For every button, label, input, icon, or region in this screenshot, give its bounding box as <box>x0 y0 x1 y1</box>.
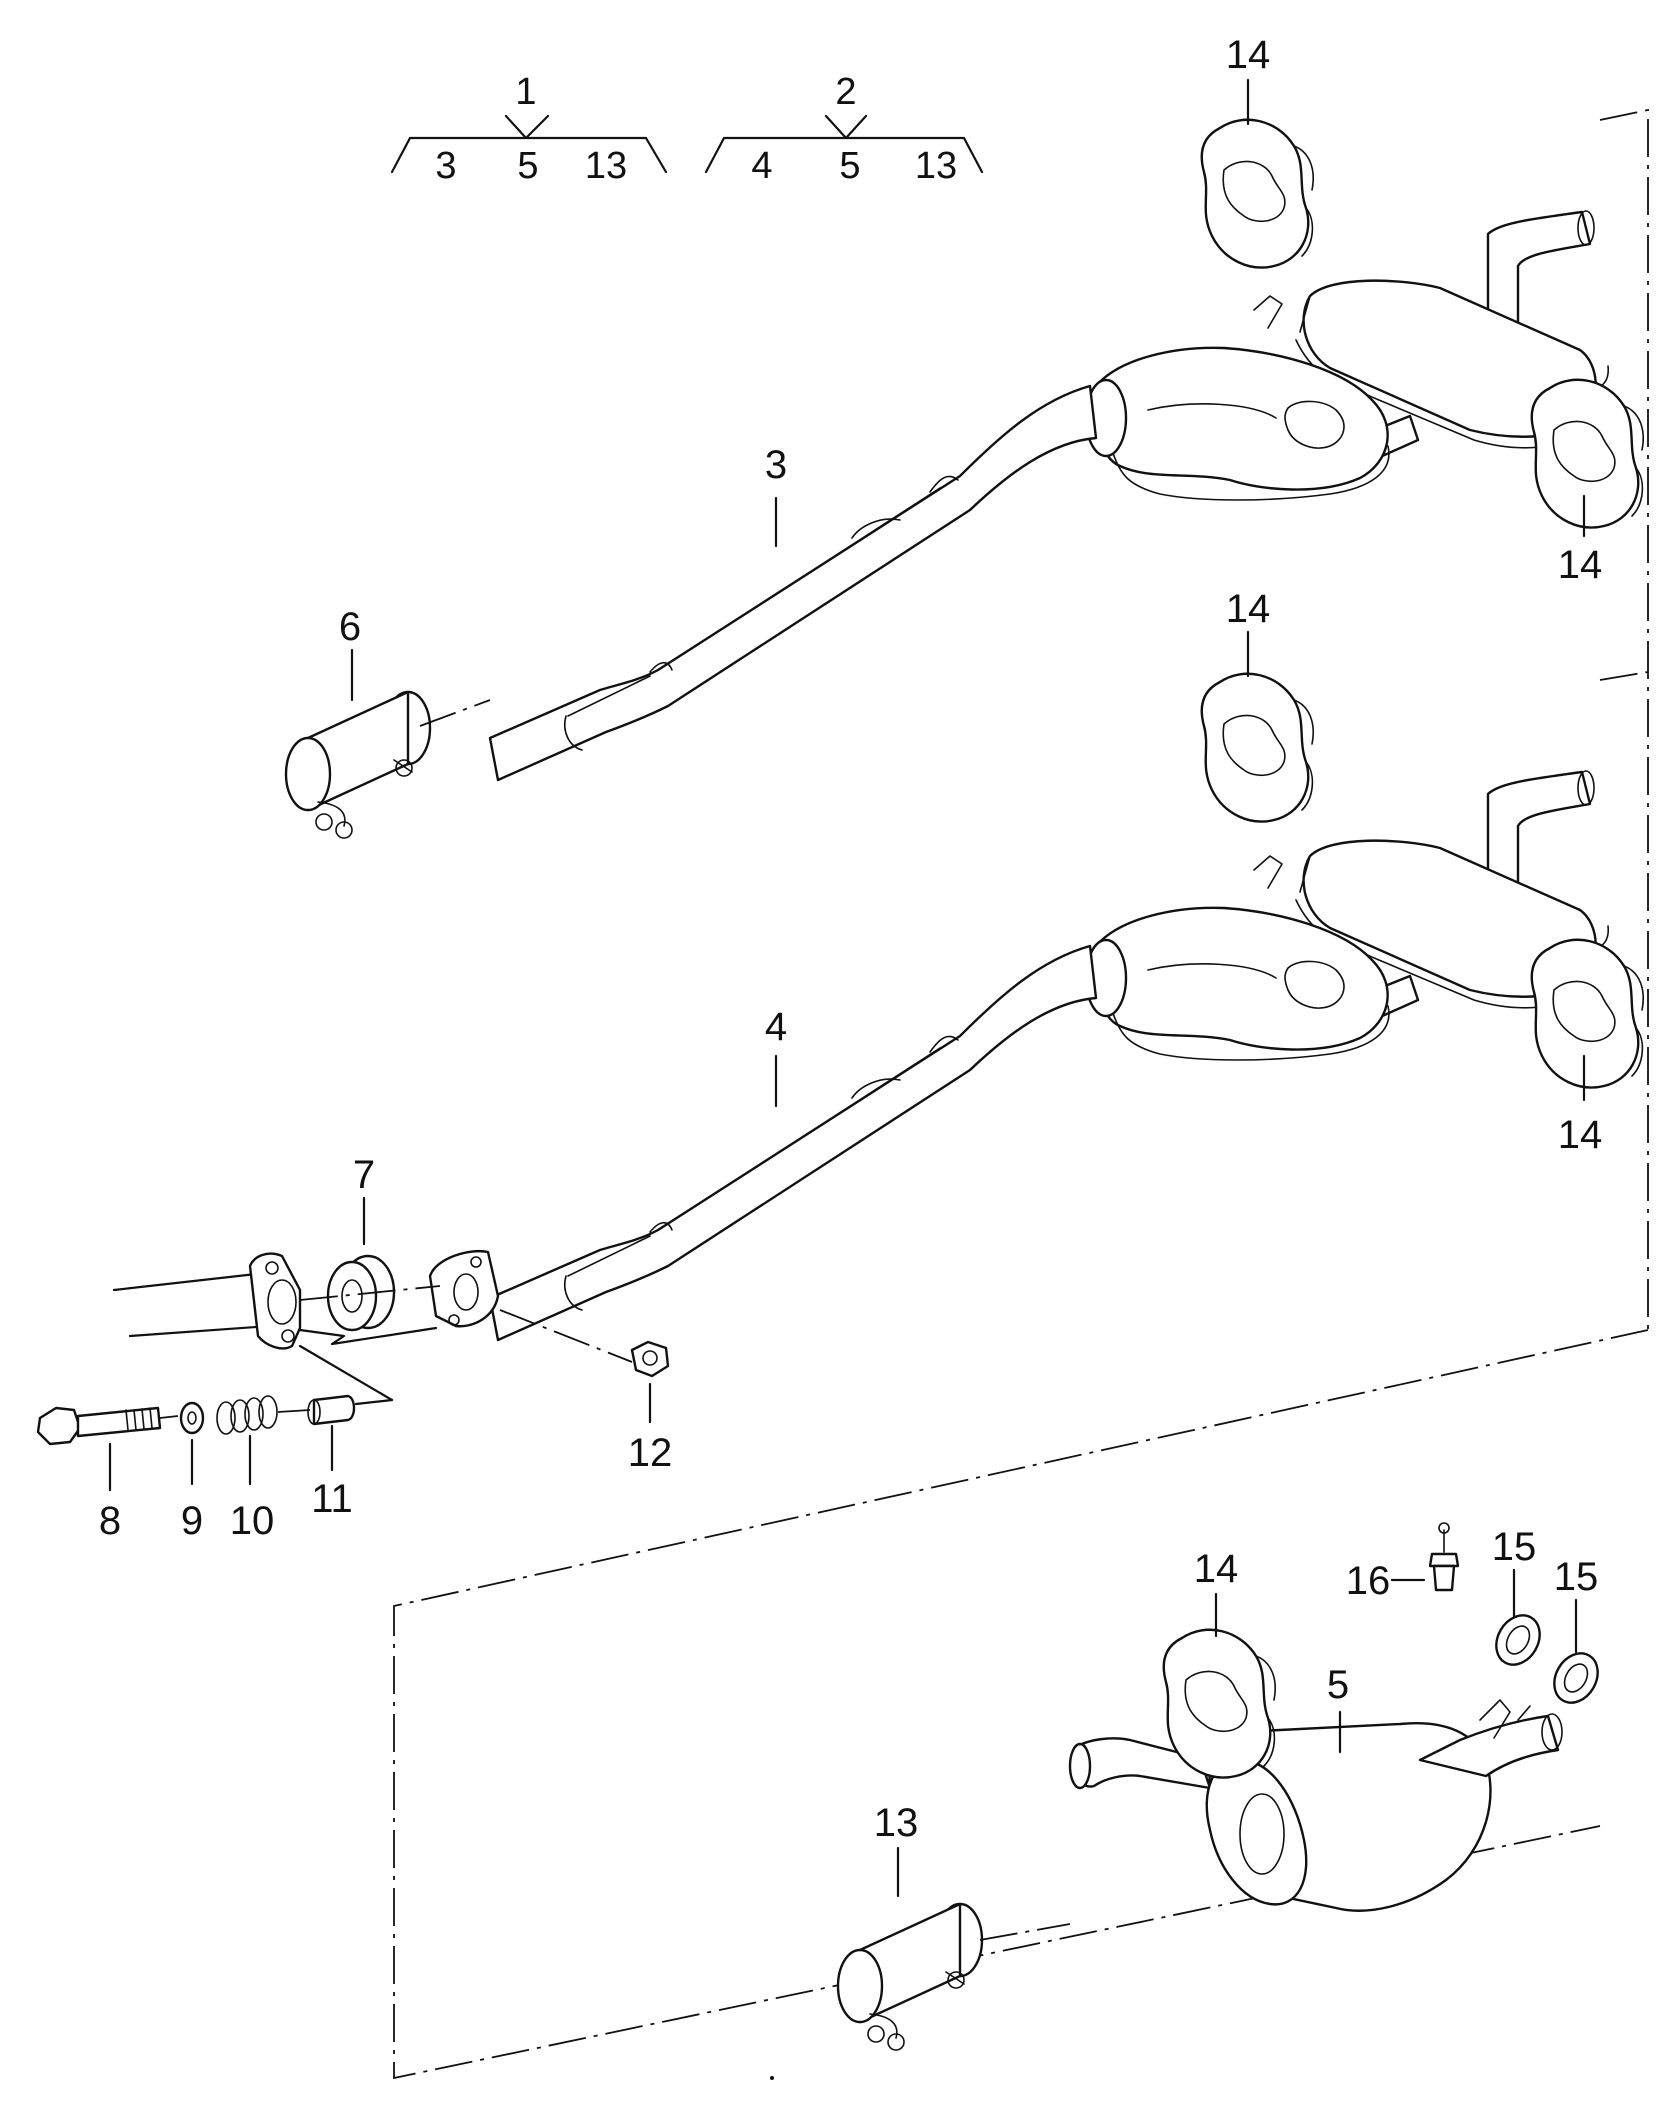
clamp-icon <box>284 690 432 840</box>
sleeve-11 <box>307 1394 356 1426</box>
assembly-group-1: 1 3 5 13 <box>390 71 668 187</box>
spring-icon <box>216 1401 236 1435</box>
frame-line-lower-box <box>393 1329 1649 2080</box>
flange-hole <box>265 1261 279 1275</box>
flange-bore <box>267 1279 297 1325</box>
rubber-mount-14e <box>1162 1628 1277 1779</box>
group-1-member-1: 3 <box>435 145 456 187</box>
callout-14b: 14 <box>1558 543 1603 587</box>
leader-6-line <box>419 699 491 727</box>
group-1-member-2: 5 <box>517 145 538 187</box>
group-2-member-3: 13 <box>915 145 957 187</box>
callout-6: 6 <box>339 605 361 649</box>
rubber-mount-icon <box>1530 938 1645 1089</box>
group-1-member-3: 13 <box>585 145 627 187</box>
gasket-ring-15b <box>1553 1652 1599 1704</box>
group-1-bracket <box>390 114 668 174</box>
gasket-ring-icon <box>1553 1652 1599 1704</box>
flange-hole <box>281 1329 295 1343</box>
callout-16: 16 <box>1346 1559 1391 1603</box>
callout-15b: 15 <box>1554 1555 1599 1599</box>
front-pipe-bottom-edge <box>128 1324 272 1338</box>
front-pipe <box>112 1252 302 1350</box>
leader-13-line <box>979 1923 1071 1941</box>
callout-13: 13 <box>874 1801 919 1845</box>
rubber-mount-14d <box>1530 938 1645 1089</box>
group-2-bracket <box>704 114 984 174</box>
gasket-ring-icon <box>1495 1614 1541 1666</box>
rubber-mount-14b <box>1530 378 1645 529</box>
callout-3: 3 <box>765 443 787 487</box>
stray-mark <box>770 2076 774 2080</box>
clip-icon <box>1432 1564 1456 1592</box>
rubber-mount-14a <box>1200 118 1315 269</box>
bolt-icon <box>36 1406 82 1446</box>
callout-15a: 15 <box>1492 1525 1537 1569</box>
callout-5: 5 <box>1327 1663 1349 1707</box>
frame-line-upper-right <box>1599 108 1649 1330</box>
sleeve-icon <box>312 1394 356 1426</box>
washer-icon <box>179 1401 205 1435</box>
front-pipe-top-edge <box>112 1272 258 1292</box>
nut-axis-line <box>499 1309 633 1363</box>
rubber-mount-icon <box>1200 118 1315 269</box>
muffler-hanger <box>1479 1699 1511 1739</box>
rubber-mount-icon <box>1530 378 1645 529</box>
washer-9 <box>179 1401 205 1435</box>
exhaust-pipe-icon <box>488 769 1610 1342</box>
rubber-mount-14c <box>1200 672 1315 823</box>
nut-12 <box>630 1340 670 1378</box>
group-2-label: 2 <box>835 71 856 113</box>
rubber-mount-icon <box>1200 672 1315 823</box>
clamp-icon <box>836 1902 984 2052</box>
exhaust-assembly-upper <box>488 209 1610 782</box>
callout-12: 12 <box>628 1431 673 1475</box>
exhaust-assembly-middle <box>488 769 1610 1342</box>
callout-11: 11 <box>311 1477 353 1521</box>
gasket-ring-15a <box>1495 1614 1541 1666</box>
callout-14a: 14 <box>1226 33 1271 77</box>
callout-14d: 14 <box>1558 1113 1603 1157</box>
joint-leader-to-bolt <box>298 1344 394 1402</box>
bolt-8 <box>36 1406 162 1446</box>
gasket-7 <box>326 1254 396 1332</box>
frame-line-middle-right <box>1599 671 1649 681</box>
callout-9: 9 <box>181 1499 203 1543</box>
front-flange <box>248 1252 302 1350</box>
nut-icon <box>630 1340 670 1378</box>
group-2-member-1: 4 <box>751 145 772 187</box>
rear-flange-plate <box>428 1249 500 1328</box>
rubber-mount-icon <box>1162 1628 1277 1779</box>
joint-break-line <box>298 1326 438 1346</box>
callout-10: 10 <box>230 1499 275 1543</box>
exhaust-pipe-icon <box>488 209 1610 782</box>
callout-14c: 14 <box>1226 587 1271 631</box>
assembly-group-2: 2 4 5 13 <box>704 71 984 187</box>
clamp-13 <box>836 1902 984 2052</box>
joint-axis-line <box>299 1285 441 1301</box>
callout-14e: 14 <box>1194 1547 1239 1591</box>
rear-muffler-5 <box>1068 1699 1563 1912</box>
clamp-6 <box>284 690 432 840</box>
rear-flange <box>428 1249 500 1328</box>
callout-8: 8 <box>99 1499 121 1543</box>
callout-4: 4 <box>765 1005 787 1049</box>
clip-16 <box>1428 1522 1460 1592</box>
spring-10 <box>216 1395 278 1435</box>
callout-7: 7 <box>353 1153 375 1197</box>
group-2-member-2: 5 <box>839 145 860 187</box>
group-1-label: 1 <box>515 71 536 113</box>
